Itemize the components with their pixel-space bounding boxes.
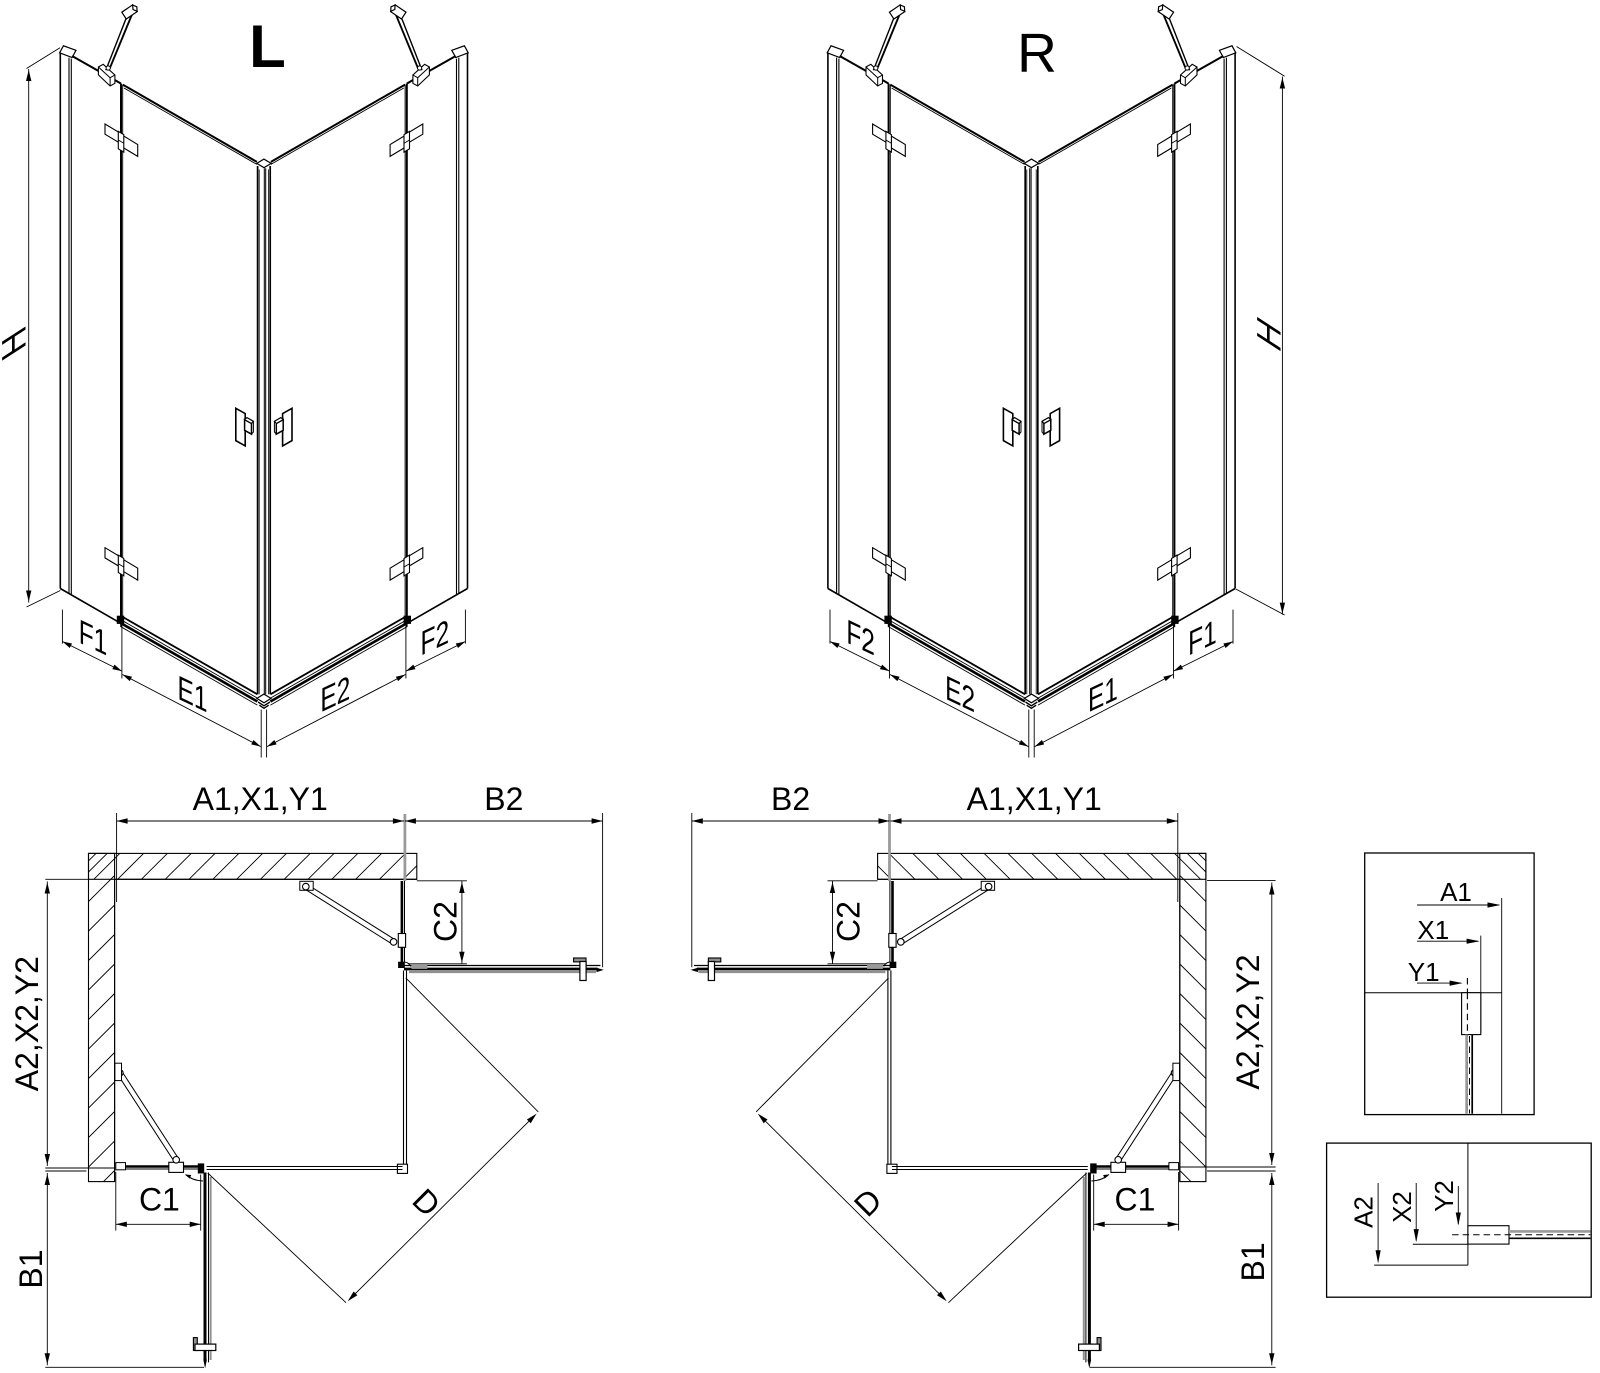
svg-text:B1: B1: [13, 1249, 49, 1288]
svg-text:A1,X1,Y1: A1,X1,Y1: [193, 781, 328, 817]
svg-text:Y1: Y1: [1408, 957, 1440, 987]
svg-text:A2,X2,Y2: A2,X2,Y2: [1230, 954, 1266, 1089]
svg-text:B2: B2: [771, 781, 810, 817]
svg-text:C1: C1: [1115, 1182, 1156, 1218]
svg-text:C2: C2: [831, 901, 867, 942]
svg-text:Y2: Y2: [1429, 1180, 1459, 1212]
svg-text:A1: A1: [1440, 877, 1472, 907]
svg-text:A1,X1,Y1: A1,X1,Y1: [967, 781, 1102, 817]
svg-text:C1: C1: [139, 1182, 180, 1218]
svg-text:X1: X1: [1417, 915, 1449, 945]
svg-text:B2: B2: [484, 781, 523, 817]
svg-text:B1: B1: [1235, 1242, 1271, 1281]
svg-text:R: R: [1017, 22, 1057, 84]
svg-text:A2: A2: [1349, 1196, 1379, 1228]
svg-text:L: L: [249, 13, 286, 80]
svg-text:X2: X2: [1387, 1191, 1417, 1223]
svg-text:C2: C2: [427, 901, 463, 942]
svg-text:A2,X2,Y2: A2,X2,Y2: [9, 956, 45, 1091]
